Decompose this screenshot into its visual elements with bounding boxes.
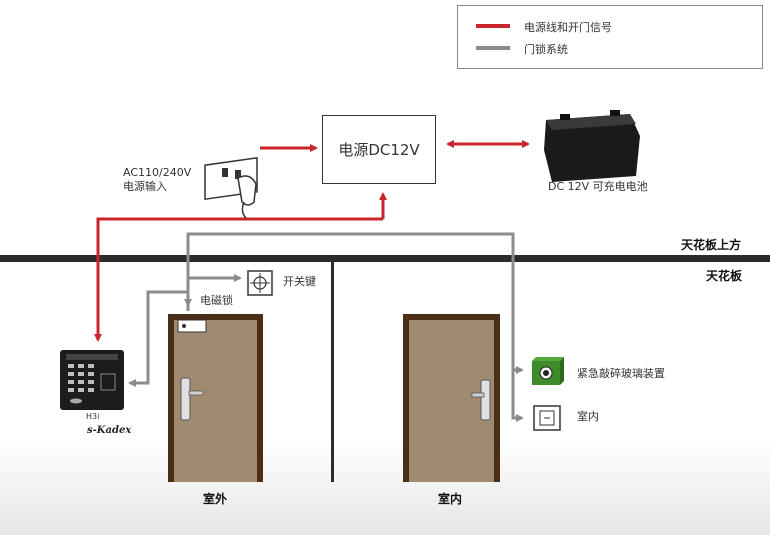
lock-wiring	[128, 232, 524, 422]
ac-outlet-icon	[204, 157, 258, 219]
legend-swatch-power	[476, 24, 510, 28]
battery-label: DC 12V 可充电电池	[548, 180, 648, 193]
indoor-button-icon	[533, 405, 561, 431]
lock-wire-indoor-button	[511, 370, 524, 422]
lock-wire-emergency	[186, 232, 524, 374]
emergency-glass-label: 紧急敲碎玻璃装置	[577, 367, 665, 380]
floor-area	[0, 440, 770, 535]
wall-divider	[331, 262, 334, 482]
ac-input-label: 电源输入	[123, 180, 167, 193]
indoor-button-label: 室内	[577, 410, 599, 423]
room-inside-label: 室内	[438, 492, 463, 506]
legend-label-lock: 门锁系统	[524, 43, 568, 56]
ceiling-above-label: 天花板上方	[681, 238, 742, 252]
reader-brand: s-Kadex	[87, 425, 132, 436]
lock-wire-reader	[128, 290, 188, 387]
ceiling-label: 天花板	[706, 269, 743, 283]
reader-model: H3i	[86, 412, 100, 421]
power-wiring	[94, 140, 530, 342]
mag-lock-label: 电磁锁	[200, 294, 233, 307]
power-supply-label: 电源DC12V	[338, 141, 420, 159]
inside-door	[403, 314, 500, 482]
legend-swatch-lock	[476, 46, 510, 50]
emergency-break-glass-icon	[532, 357, 564, 385]
exit-button-icon	[247, 270, 273, 296]
power-supply-box: 电源DC12V	[322, 115, 436, 184]
battery-icon	[544, 110, 640, 182]
legend: 电源线和开门信号 门锁系统	[457, 5, 763, 69]
power-wire-reader	[94, 217, 383, 342]
exit-button-label: 开关键	[283, 275, 316, 288]
mag-lock-icon	[177, 319, 207, 333]
room-outside-label: 室外	[203, 492, 228, 506]
door-handle-icon	[180, 377, 191, 421]
ac-input-voltage: AC110/240V	[123, 166, 192, 179]
access-reader-icon	[60, 350, 124, 410]
legend-label-power: 电源线和开门信号	[524, 21, 612, 34]
outside-door	[168, 314, 263, 482]
door-handle-icon	[480, 379, 491, 421]
ceiling-line	[0, 255, 770, 262]
